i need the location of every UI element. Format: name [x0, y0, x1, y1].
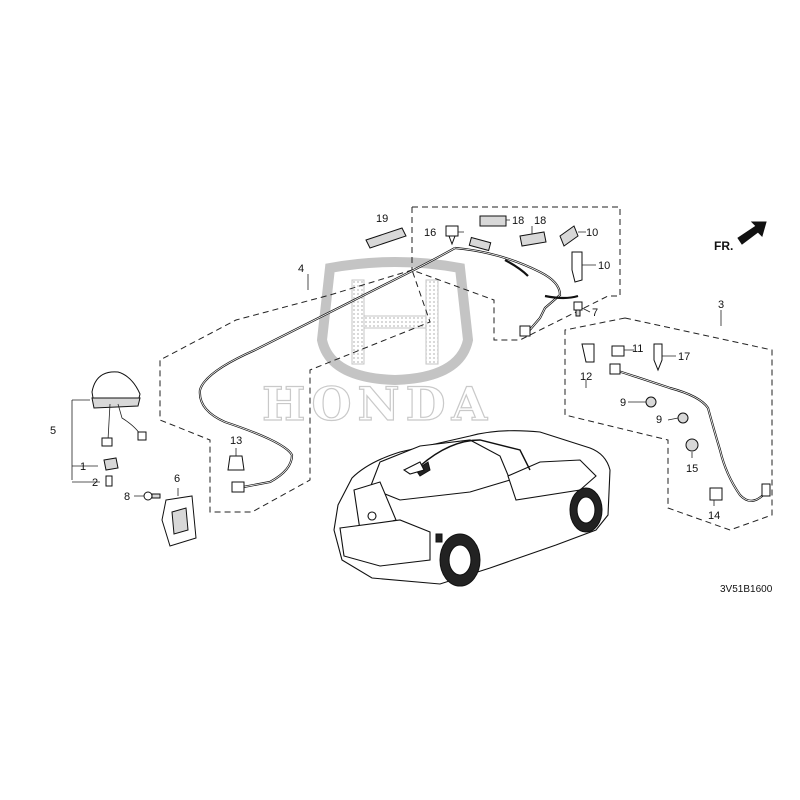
callout-15: 15 — [686, 463, 698, 475]
callout-10a: 10 — [586, 227, 598, 239]
callout-12: 12 — [580, 371, 592, 383]
callout-3: 3 — [718, 299, 724, 311]
callout-9a: 9 — [620, 397, 626, 409]
callout-2: 2 — [92, 477, 98, 489]
diagram-code: 3V51B1600 — [720, 584, 773, 595]
leader-lines — [71, 219, 722, 506]
grommet-15 — [685, 438, 699, 452]
clip-10a — [559, 225, 579, 247]
callout-9b: 9 — [656, 414, 662, 426]
pad-18a — [479, 215, 507, 227]
callout-7: 7 — [592, 307, 598, 319]
clip-13 — [227, 455, 245, 471]
front-direction-indicator: FR. — [714, 221, 767, 253]
callout-17: 17 — [678, 351, 690, 363]
callout-11: 11 — [632, 343, 643, 355]
callout-19: 19 — [376, 213, 388, 225]
bolt-8 — [143, 491, 161, 501]
callout-1: 1 — [80, 461, 86, 473]
honda-watermark: HONDA — [261, 257, 493, 432]
shark-fin-antenna — [91, 371, 147, 487]
bracket-12 — [581, 343, 595, 363]
callout-14: 14 — [708, 510, 720, 522]
callout-labels: 19 16 18 18 10 10 4 7 3 11 17 12 9 9 15 … — [50, 213, 724, 522]
front-arrow-icon — [737, 221, 767, 245]
front-label: FR. — [714, 239, 733, 253]
callout-13: 13 — [230, 435, 242, 447]
bracket-17 — [653, 343, 663, 372]
small-parts — [227, 215, 723, 501]
grommet-9b — [677, 412, 689, 424]
grommet-9a — [645, 396, 657, 408]
group-boundaries — [159, 206, 773, 531]
callout-8: 8 — [124, 491, 130, 503]
clip-10b — [571, 251, 583, 283]
vehicle-illustration — [333, 430, 611, 587]
callout-18b: 18 — [534, 215, 546, 227]
clip-11 — [611, 345, 625, 357]
callout-6: 6 — [174, 473, 180, 485]
callout-10b: 10 — [598, 260, 610, 272]
pad-19 — [365, 227, 407, 249]
callout-5: 5 — [50, 425, 56, 437]
callout-4: 4 — [298, 263, 304, 275]
clip-16 — [445, 225, 459, 246]
clip-14 — [709, 487, 723, 501]
amplifier-bracket-6 — [161, 495, 197, 547]
pad-18b — [519, 231, 547, 247]
honda-wordmark: HONDA — [262, 377, 493, 431]
rear-antenna-cable — [609, 363, 771, 502]
clip-7 — [573, 301, 583, 317]
honda-h-logo — [316, 257, 474, 386]
callout-18a: 18 — [512, 215, 524, 227]
roof-antenna-cable — [198, 236, 579, 493]
callout-16: 16 — [424, 227, 436, 239]
nut-1 — [103, 457, 119, 471]
bolt-2 — [105, 475, 113, 487]
